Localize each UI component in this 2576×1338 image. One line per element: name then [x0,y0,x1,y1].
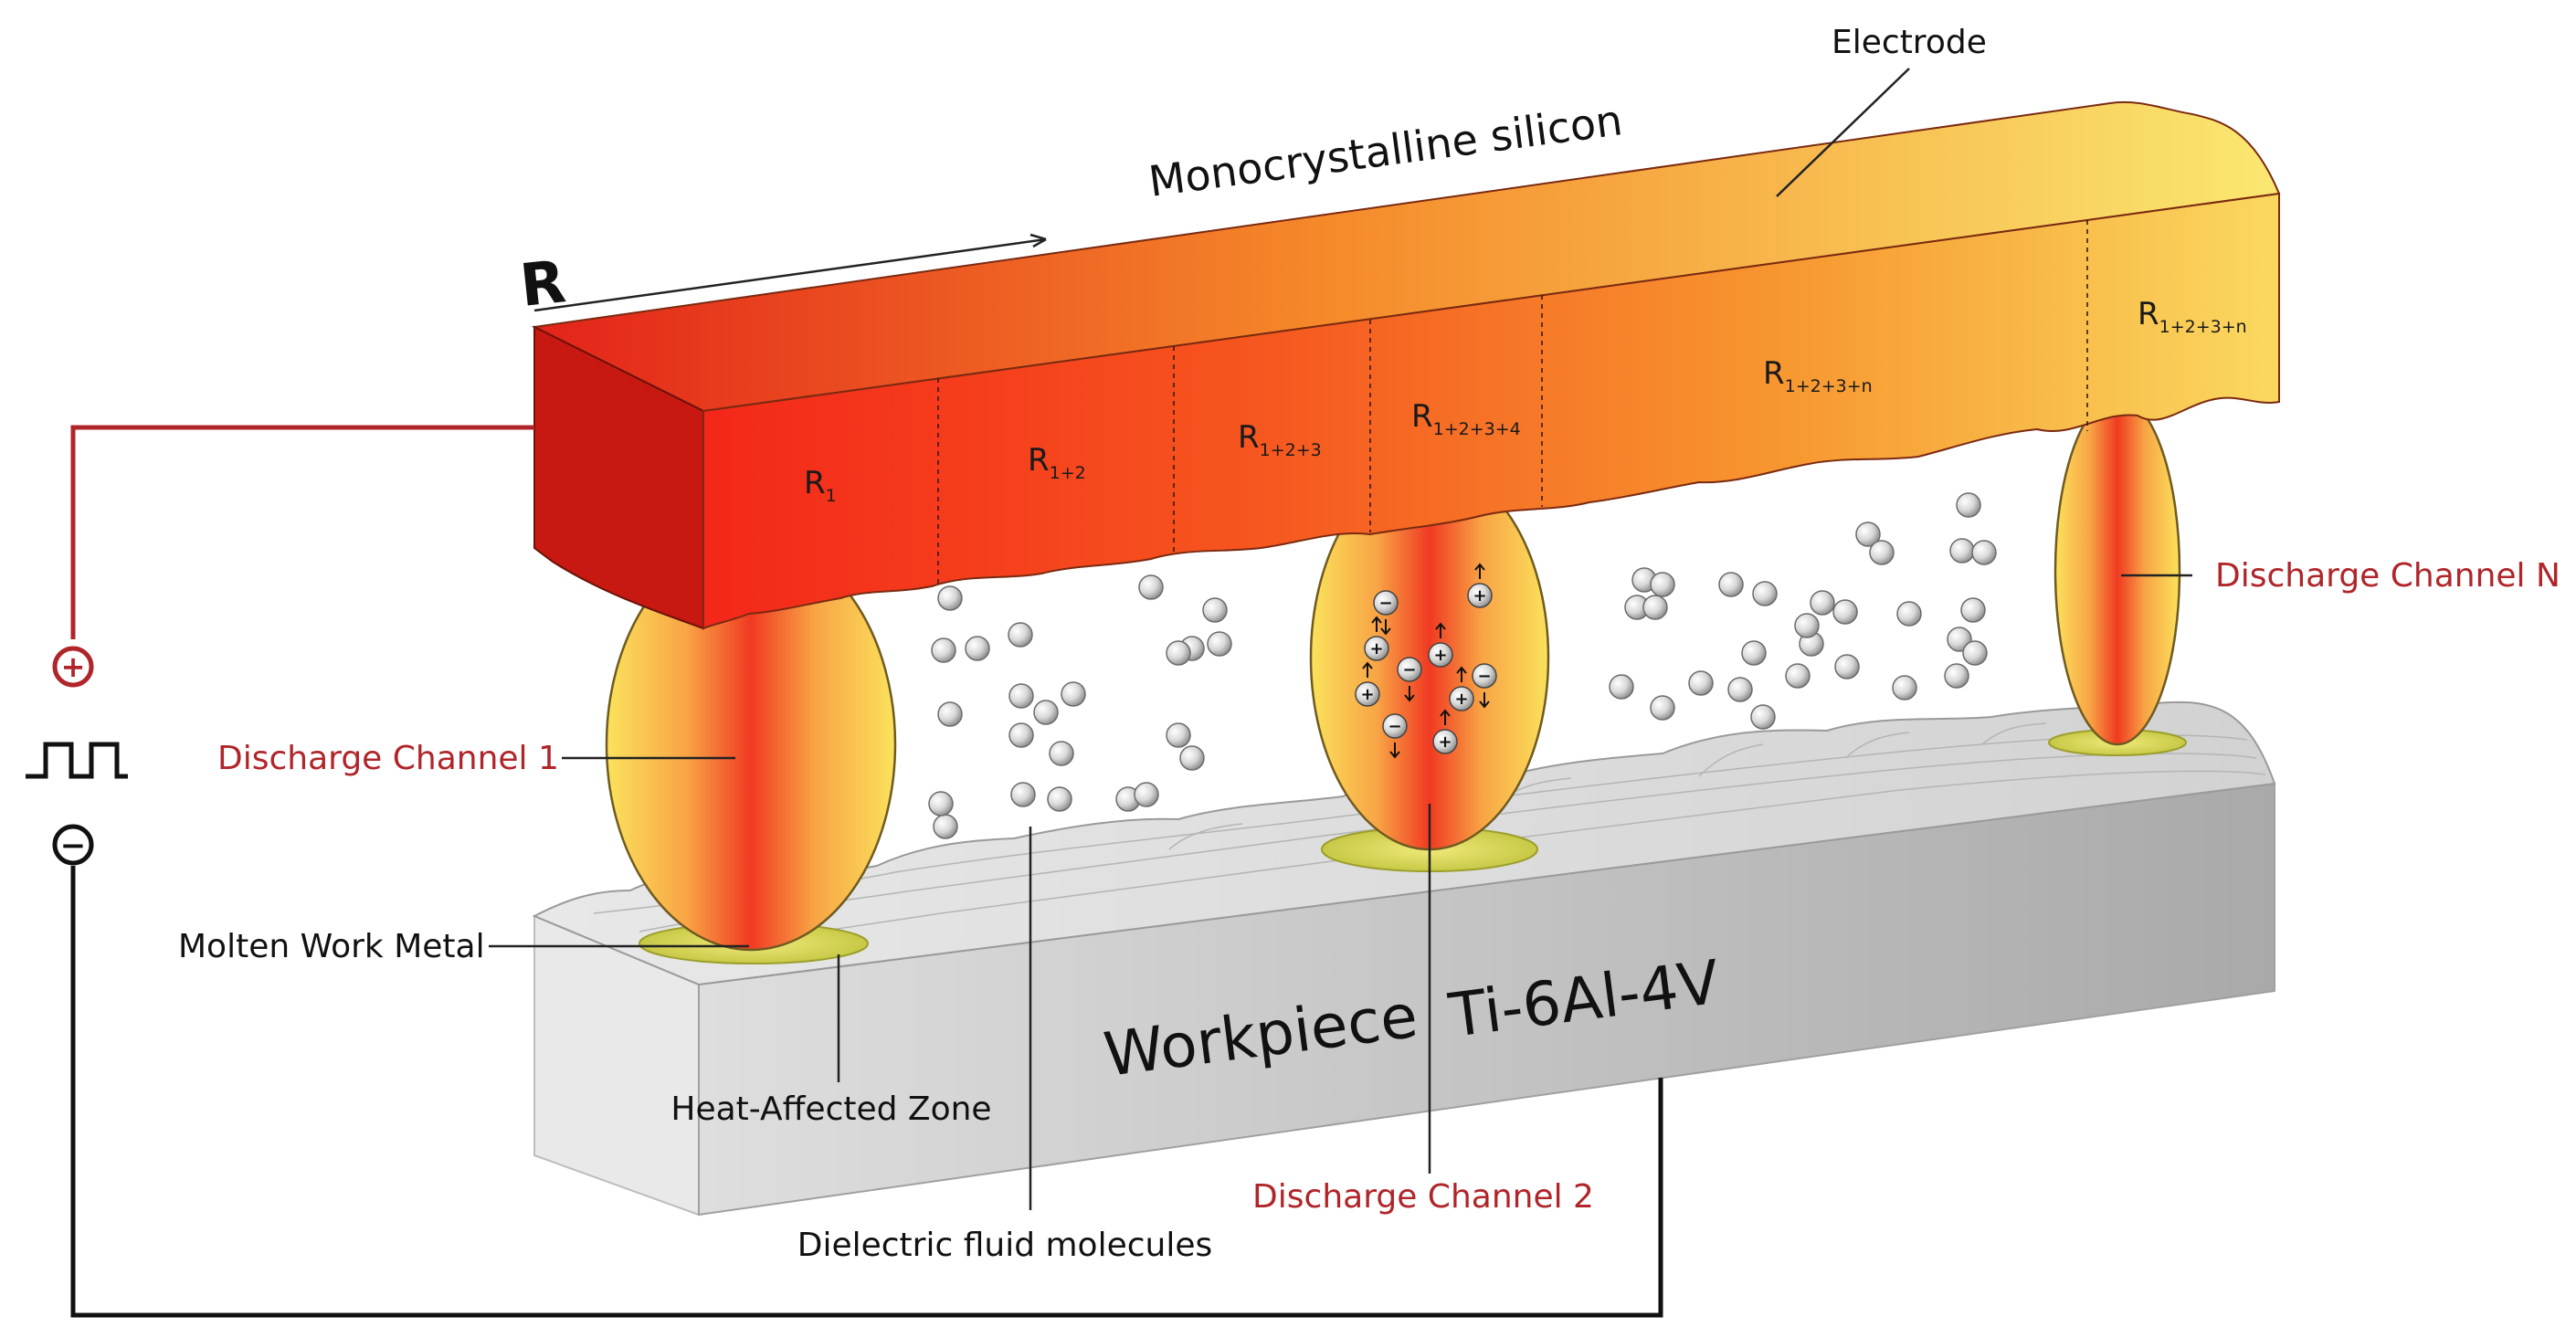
svg-text:+: + [1433,646,1447,665]
dielectric-molecule [1049,741,1074,766]
dielectric-molecule [1166,640,1191,666]
dielectric-molecule [1207,631,1232,657]
negative-wire [70,866,1663,1318]
positive-ion: + [1364,616,1389,661]
dielectric-molecule [928,791,954,816]
dielectric-molecule [1642,595,1668,620]
positive-ion: + [1355,661,1380,707]
dielectric-molecule [1944,663,1969,689]
svg-text:+: + [1473,586,1486,606]
discharge-channel-1-label: Discharge Channel 1 [217,740,559,777]
negative-symbol: − [60,827,87,864]
resistance-label-4: R1+2+3+4 [1411,398,1521,439]
svg-text:−: − [1402,660,1416,680]
dielectric-molecule [1971,540,1997,565]
pulse-wave-icon [26,742,128,779]
dielectric-molecule [1650,572,1675,597]
dielectric-molecule [1832,599,1858,625]
svg-text:+: + [1369,639,1383,658]
electrode [531,100,2281,630]
dielectric-molecule [1010,782,1036,807]
discharge-channel-n-label: Discharge Channel N [2215,557,2560,595]
dielectric-molecule [1688,670,1714,696]
heat-affected-zone-label: Heat-Affected Zone [670,1090,991,1128]
dielectric-molecules [855,492,1997,839]
dielectric-molecule [1008,683,1034,709]
resistance-label-2: R1+2 [1028,442,1086,483]
dielectric-molecule [1718,572,1744,597]
positive-ion: + [1428,622,1453,668]
discharge-channel-2-label: Discharge Channel 2 [1252,1178,1594,1216]
svg-text:−: − [1477,667,1491,686]
dielectric-molecule [1008,722,1034,748]
dielectric-molecule [1810,590,1835,616]
dielectric-molecule [965,636,990,661]
r-arrow: R [517,233,1047,321]
dielectric-molecule [1138,574,1164,600]
dielectric-molecule [1008,622,1033,648]
dielectric-molecule [1794,613,1820,638]
electrode-front-face [702,192,2280,630]
dielectric-molecule [1834,654,1860,680]
negative-ion: − [1373,590,1399,636]
dielectric-molecule [1650,695,1675,721]
dielectric-molecule [1896,601,1922,627]
dielectric-molecule [1962,640,1988,666]
electrode-top-face [531,100,2281,413]
dielectric-molecule [1061,681,1086,707]
molten-work-metal-label: Molten Work Metal [178,928,485,965]
positive-ion: + [1467,563,1493,608]
dielectric-molecule [1179,745,1205,771]
svg-text:−: − [1378,594,1392,613]
negative-ion: − [1397,657,1422,702]
dielectric-molecule [1741,640,1767,666]
svg-text:+: + [1438,732,1452,752]
dielectric-molecule [1892,675,1917,701]
dielectric-molecule [1166,722,1191,748]
resistance-label-3: R1+2+3 [1238,419,1322,460]
svg-text:+: + [1360,685,1374,704]
positive-terminal [52,646,94,688]
positive-wire [70,425,534,639]
dielectric-molecule [1956,492,1981,518]
dielectric-molecule [1855,522,1881,547]
dielectric-molecule [1202,597,1228,623]
resistance-label-6: R1+2+3+n [2138,296,2247,337]
dielectric-molecule [1869,540,1895,565]
dielectric-molecule [933,814,958,839]
circuit: + − [26,425,1663,1318]
positive-symbol: + [61,649,86,684]
dielectric-molecule [931,637,956,663]
dielectric-molecule [1134,782,1159,807]
dielectric-fluid-label: Dielectric fluid molecules [797,1227,1213,1264]
svg-text:+: + [1454,690,1468,709]
dielectric-molecule [937,701,963,727]
dielectric-molecule [1750,704,1776,730]
resistance-label-5: R1+2+3+n [1763,355,1873,396]
electrode-end-face [533,325,704,630]
negative-ion: − [1472,663,1497,709]
ions: −++−−+−+++ [1355,563,1497,759]
dielectric-molecule [937,585,963,611]
positive-ion: + [1449,666,1474,711]
dielectric-molecule [1785,663,1811,689]
dielectric-molecule [1033,700,1059,725]
dielectric-molecule [1727,677,1753,702]
discharge-channel-n [2053,395,2181,746]
segment-dividers [937,220,2088,585]
negative-terminal [52,824,94,866]
resistance-label-1: R1 [804,465,837,506]
electrode-label: Electrode [1832,24,1987,61]
dielectric-molecule [1949,538,1975,564]
svg-text:−: − [1388,717,1401,736]
negative-ion: − [1382,713,1408,759]
dielectric-molecule [1960,597,1986,623]
dielectric-molecule [1609,674,1634,700]
dielectric-molecule [1752,581,1778,606]
dielectric-molecule [1047,786,1072,812]
positive-ion: + [1432,709,1458,754]
r-symbol: R [517,248,569,321]
